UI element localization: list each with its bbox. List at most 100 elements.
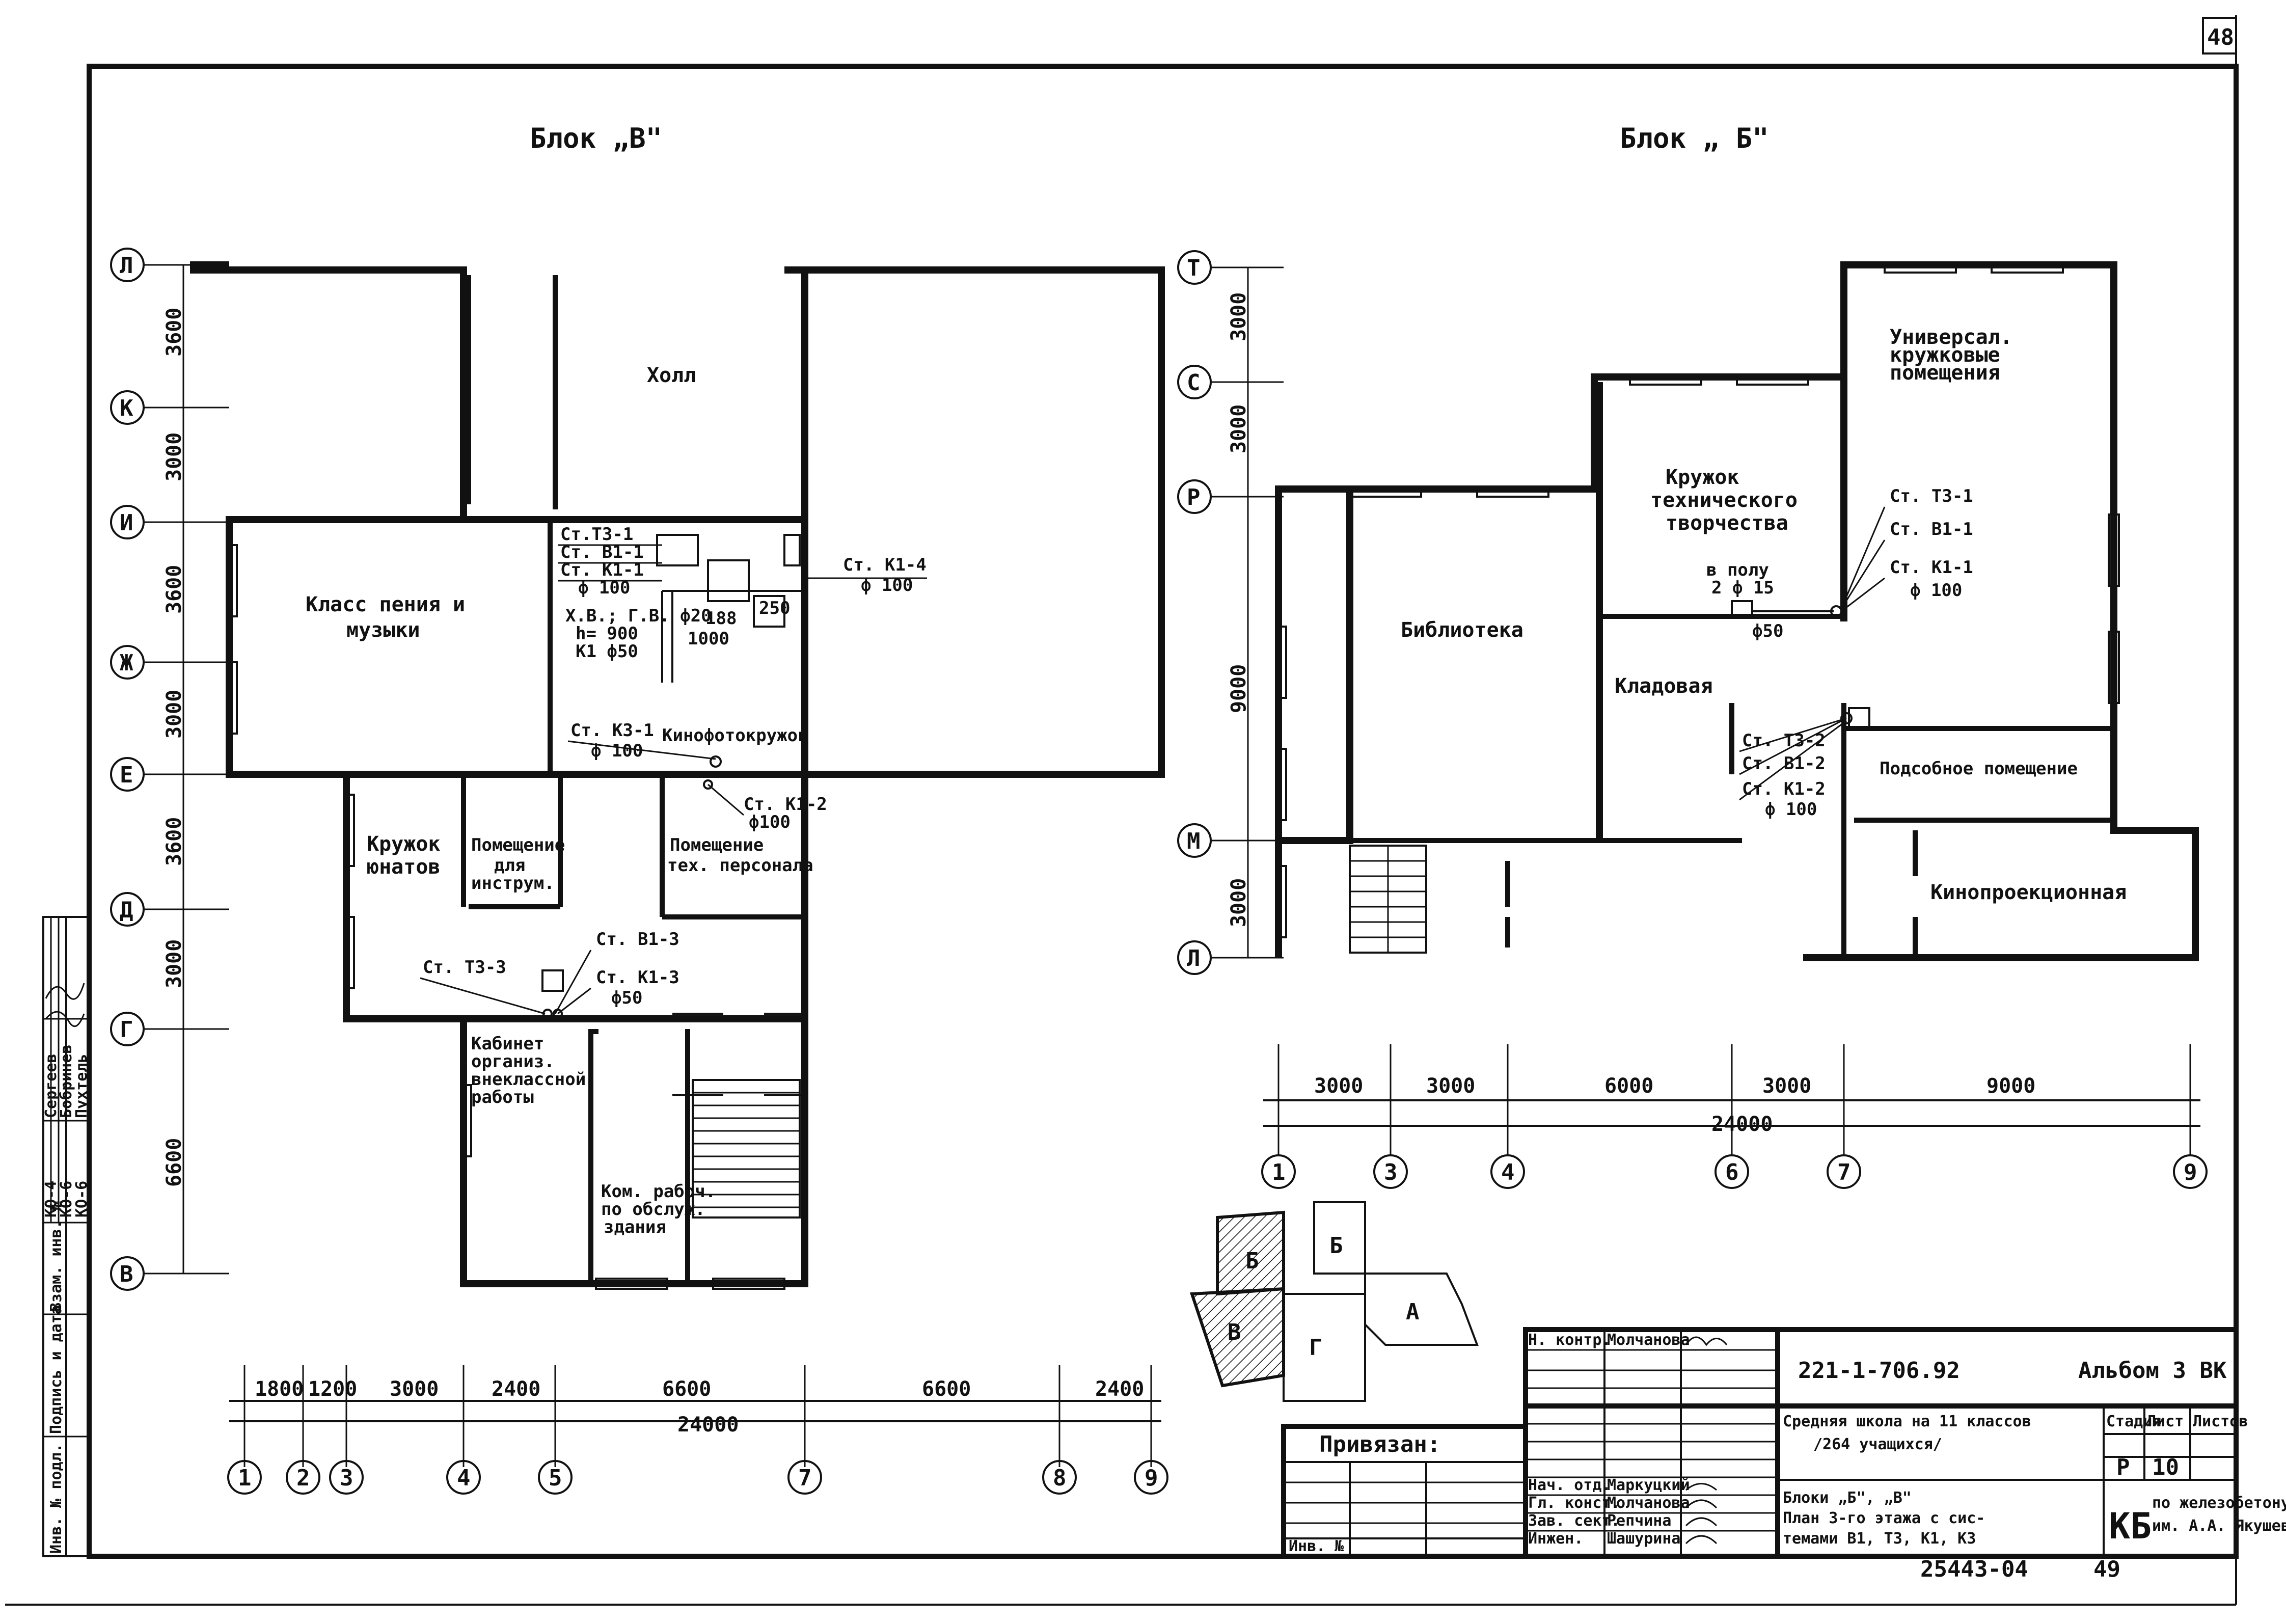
riser-label: 188 — [705, 608, 737, 629]
room-workers-3: здания — [604, 1217, 666, 1237]
key-label: Б — [1245, 1248, 1259, 1274]
sheets-header: Листов — [2193, 1413, 2248, 1430]
block-v-walls — [190, 261, 1165, 1290]
axis-bubble: В — [110, 1256, 229, 1291]
person-name: Маркуцкий — [1607, 1476, 1690, 1494]
riser-label: ф100 — [749, 812, 791, 832]
room-universal-1: Универсал. — [1890, 326, 2012, 349]
role-label: Зав. сект. — [1528, 1512, 1620, 1530]
key-block-a — [1364, 1273, 1479, 1346]
album-label: Альбом 3 ВК — [2078, 1358, 2227, 1384]
room-staff-1: Помещение — [670, 835, 764, 855]
room-universal-2: кружковые — [1890, 343, 2000, 367]
tied-label: Привязан: — [1319, 1431, 1440, 1457]
riser-label: Ст. В1-3 — [596, 929, 679, 950]
riser-label: 1000 — [688, 629, 729, 649]
stair — [1349, 845, 1427, 954]
room-universal-3: помещения — [1890, 361, 2000, 385]
svg-text:9: 9 — [1145, 1465, 1158, 1491]
org-line-1: по железобетону — [2152, 1494, 2286, 1512]
svg-text:3: 3 — [1384, 1159, 1398, 1185]
svg-text:2: 2 — [296, 1465, 310, 1491]
person-name: Молчанова — [1607, 1331, 1690, 1349]
podpis-label: Подпись и дата — [47, 1305, 65, 1434]
person-name: Репчина — [1607, 1512, 1671, 1530]
riser-label: Ст. В1-1 — [1890, 519, 1973, 539]
riser-label: Ст. К1-1 — [1890, 557, 1973, 578]
room-cabinet-4: работы — [471, 1087, 534, 1107]
col-dim: 2400 — [1095, 1377, 1144, 1401]
svg-text:Л: Л — [120, 253, 133, 279]
axis-bubble: 5 — [538, 1460, 573, 1495]
axis-bubble: 7 — [787, 1460, 822, 1495]
key-label: В — [1228, 1319, 1241, 1345]
col-dim: 3000 — [1762, 1074, 1811, 1098]
page-number: 48 — [2207, 24, 2234, 50]
svg-text:Т: Т — [1187, 255, 1201, 281]
org-logo: КБ — [2109, 1505, 2152, 1547]
side-code-3: КО-6 — [73, 1181, 91, 1217]
svg-text:6: 6 — [1725, 1159, 1739, 1185]
block-v-col-dims: 1800 1200 3000 2400 6600 6600 2400 24000… — [227, 1365, 1168, 1495]
riser-label: ф 100 — [1910, 580, 1962, 601]
row-dim: 3000 — [1227, 292, 1250, 341]
col-dim: 1200 — [308, 1377, 357, 1401]
school-line-1: Средняя школа на 11 классов — [1783, 1413, 2031, 1430]
row-dim: 3000 — [1227, 404, 1250, 453]
total-dim: 24000 — [677, 1413, 739, 1437]
axis-bubble: 9 — [1134, 1460, 1168, 1495]
axis-bubble: 9 — [2173, 1154, 2208, 1189]
role-label: Инжен. — [1528, 1530, 1583, 1548]
col-dim: 6600 — [662, 1377, 711, 1401]
room-storage: Кладовая — [1615, 674, 1713, 698]
room-instrum-2: для — [494, 855, 525, 876]
row-dim: 3000 — [162, 432, 186, 481]
stair — [692, 1079, 801, 1219]
axis-bubble: 4 — [446, 1460, 481, 1495]
block-b-row-axes: Т С Р М Л 3000 3000 9000 3000 — [1177, 250, 1284, 975]
riser-label: Ст. К1-2 — [744, 794, 827, 815]
axis-bubble: Т — [1177, 250, 1284, 285]
room-instrum-3: инструм. — [471, 873, 555, 894]
block-b-walls — [1275, 261, 2199, 961]
axis-bubble: Ж — [110, 645, 229, 680]
sheet-value: 10 — [2152, 1454, 2179, 1480]
row-dim: 3600 — [162, 308, 186, 357]
axis-bubble: Е — [110, 757, 229, 792]
col-dim: 2400 — [492, 1377, 540, 1401]
svg-text:М: М — [1187, 828, 1201, 854]
axis-bubble: Д — [110, 892, 229, 927]
room-cabinet-1: Кабинет — [471, 1034, 544, 1054]
title-block: Привязан: Инв. № 221-1-706.92 Альбом 3 В… — [1281, 1327, 2286, 1559]
col-dim: 6600 — [922, 1377, 971, 1401]
svg-text:1: 1 — [238, 1465, 252, 1491]
room-kino-club: Кинофотокружок — [662, 725, 808, 746]
room-projection: Кинопроекционная — [1930, 881, 2127, 904]
svg-text:Р: Р — [1187, 484, 1201, 510]
row-dim: 6600 — [162, 1138, 186, 1187]
block-v-title: Блок „В" — [530, 122, 662, 154]
room-instrum-1: Помещение — [471, 835, 565, 855]
svg-text:7: 7 — [798, 1465, 812, 1491]
axis-bubble: Р — [1177, 479, 1284, 514]
role-label: Н. контр. — [1528, 1331, 1611, 1349]
room-young-1: Кружок — [367, 832, 441, 856]
riser-label: ф50 — [1752, 621, 1783, 641]
block-v-risers: Ст.Т3-1 Ст. В1-1 Ст. К1-1 ф 100 Х.В.; Г.… — [420, 524, 927, 1019]
room-hall: Холл — [647, 364, 696, 387]
person-name: Шашурина — [1607, 1530, 1681, 1548]
col-dim: 3000 — [1426, 1074, 1475, 1098]
room-young-2: юнатов — [367, 855, 441, 879]
side-stamp: Инв. № подл. Подпись и дата Взам. инв. №… — [42, 916, 91, 1557]
svg-text:С: С — [1187, 370, 1201, 396]
axis-bubble: 6 — [1715, 1154, 1749, 1189]
axis-bubble: 4 — [1490, 1154, 1525, 1189]
riser-label: в полу — [1706, 560, 1769, 580]
row-dim: 3600 — [162, 565, 186, 614]
side-signatures — [45, 983, 85, 1027]
riser-label: ф 100 — [1765, 799, 1817, 820]
svg-text:Е: Е — [120, 762, 133, 788]
row-dim: 3000 — [1227, 878, 1250, 927]
row-dim: 3000 — [162, 690, 186, 739]
